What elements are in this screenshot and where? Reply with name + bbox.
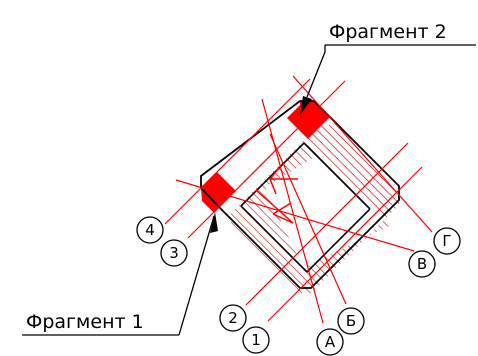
inner-wall-outline: [240, 142, 371, 273]
grid-line-2: [245, 142, 409, 306]
leader-fragment-1: [178, 215, 215, 336]
wall-ring: [231, 125, 399, 293]
axis-circle-3: [160, 239, 188, 267]
section-arrows: [255, 167, 298, 224]
grid-line-3: [187, 80, 346, 239]
leaders: [22, 44, 476, 336]
arrow-fragment-1: [210, 212, 218, 233]
fragment-2-label: Фрагмент 2: [329, 21, 447, 43]
grid-line-4: [164, 78, 311, 225]
grid-lines: [164, 75, 433, 324]
axis-label-a: А: [325, 333, 336, 351]
grid-line-g: [292, 75, 433, 233]
grid-line-v: [175, 179, 415, 252]
axis-circle-b: [337, 307, 365, 335]
leader-fragment-2: [306, 45, 326, 98]
axis-markers: [136, 216, 461, 356]
grid-line-a: [261, 98, 324, 324]
axis-circle-1: [242, 326, 270, 354]
axis-label-v: В: [417, 255, 427, 273]
arrow-fragment-2: [300, 96, 312, 115]
axis-label-3: 3: [169, 244, 179, 262]
axis-circle-a: [316, 328, 344, 356]
axis-circle-4: [136, 216, 164, 244]
axis-label-g: Г: [442, 232, 451, 250]
axis-label-b: Б: [346, 312, 356, 330]
fragment-2-fill: [287, 101, 330, 139]
axis-circle-g: [433, 227, 461, 255]
axis-circle-v: [408, 250, 436, 278]
axis-circle-2: [219, 304, 247, 332]
axis-label-1: 1: [251, 331, 261, 349]
axis-label-4: 4: [145, 221, 155, 239]
fragment-1-label: Фрагмент 1: [26, 311, 144, 333]
axis-label-2: 2: [228, 309, 238, 327]
